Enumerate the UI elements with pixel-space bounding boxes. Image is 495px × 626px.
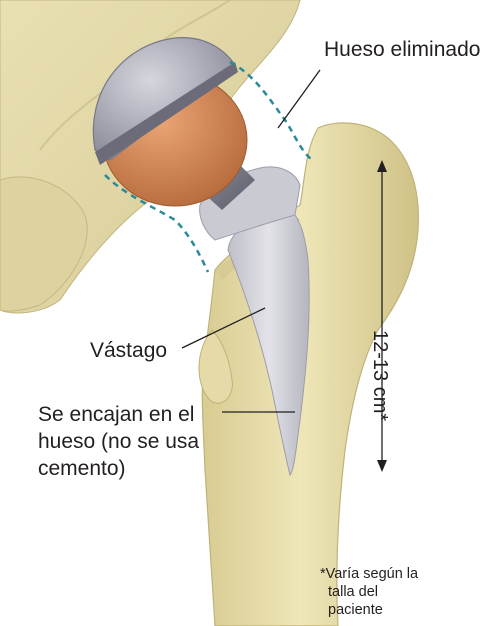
footnote-line-1: *Varía según la	[320, 565, 460, 583]
footnote-line-3: paciente	[320, 601, 460, 619]
label-removed-bone: Hueso eliminado	[324, 38, 480, 62]
label-press-fit-line-2: hueso (no se usa	[38, 428, 223, 455]
label-press-fit-line-1: Se encajan en el	[38, 401, 223, 428]
footnote-line-2: talla del	[320, 583, 460, 601]
label-stem: Vástago	[90, 339, 167, 363]
footnote: *Varía según la talla del paciente	[320, 565, 460, 619]
label-press-fit: Se encajan en el hueso (no se usa cement…	[38, 401, 223, 482]
leader-removed-bone	[278, 70, 320, 128]
label-press-fit-line-3: cemento)	[38, 455, 223, 482]
label-stem-length: 12-13 cm*	[368, 330, 391, 421]
length-arrow-bottom	[377, 460, 387, 472]
